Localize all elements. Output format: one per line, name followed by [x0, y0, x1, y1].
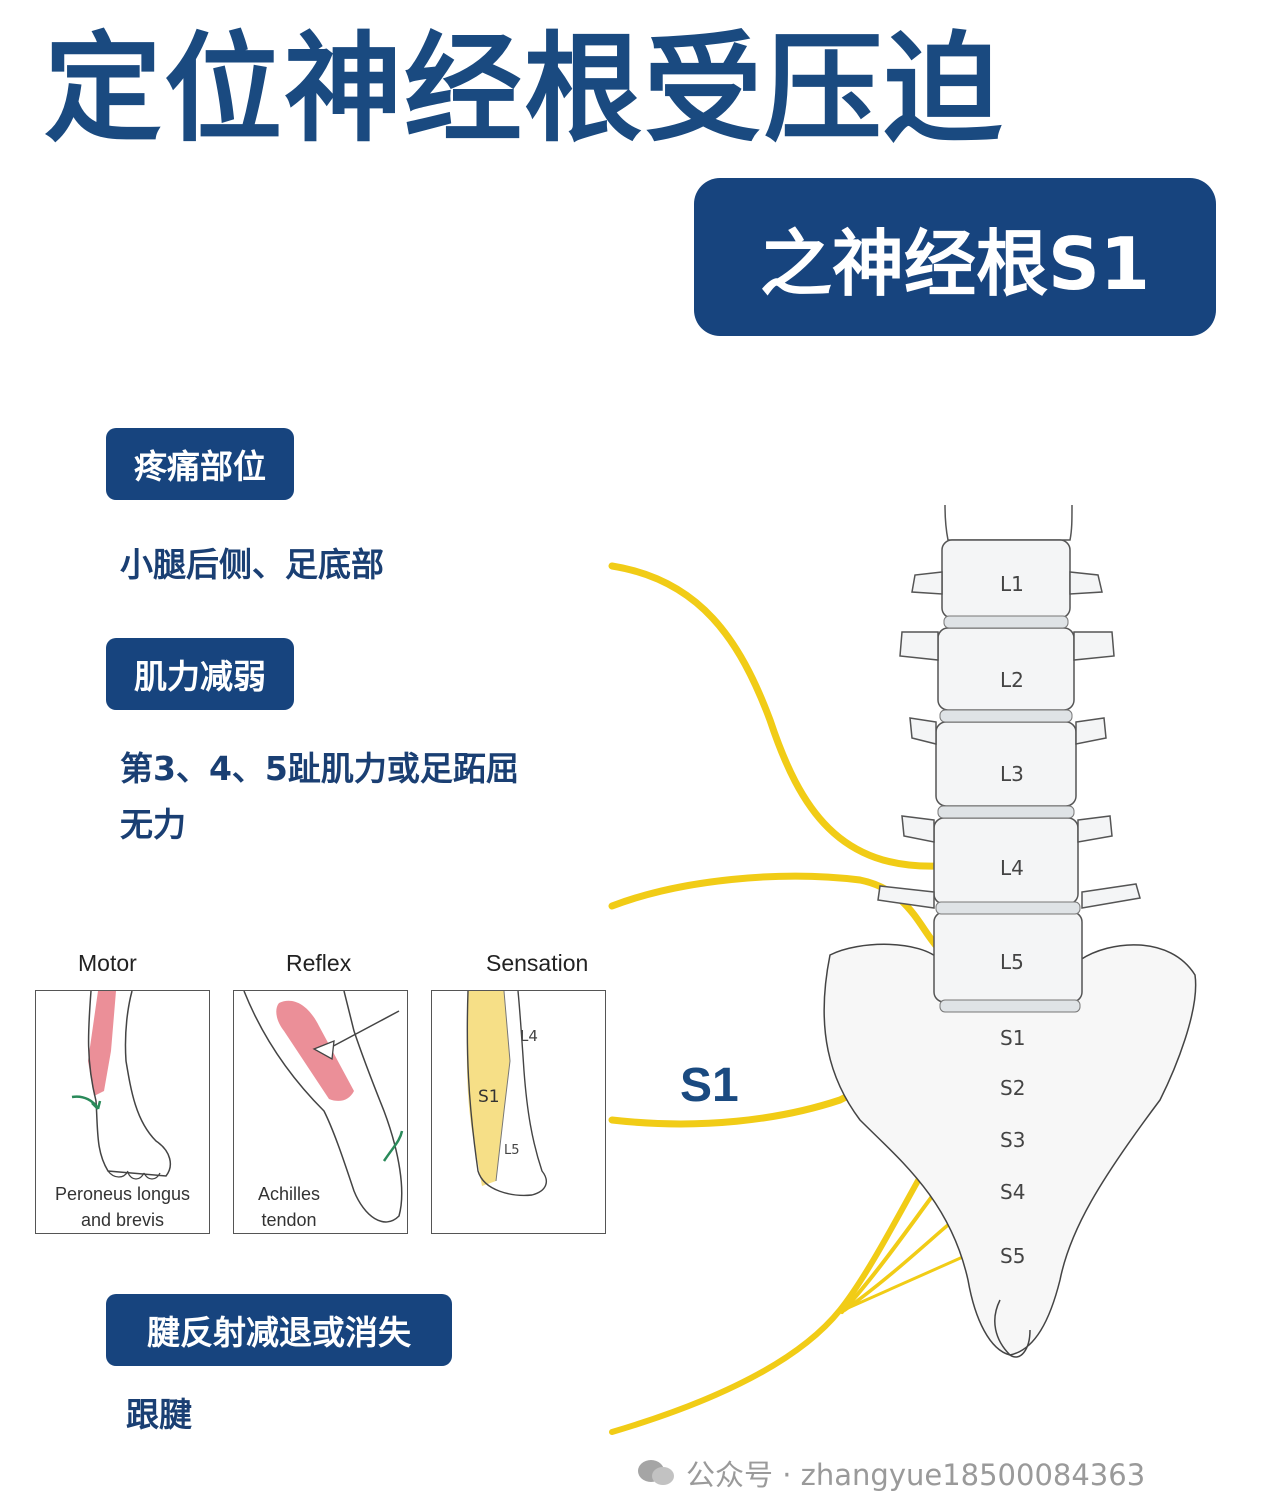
reflex-caption-line1: Achilles	[257, 1184, 321, 1204]
reflex-panel: Achilles tendon	[233, 990, 408, 1234]
vertebra-label-l2: L2	[1000, 668, 1024, 692]
motor-caption-line2: and brevis	[80, 1210, 165, 1230]
pain-location-text: 小腿后侧、足底部	[120, 545, 384, 584]
muscle-weakness-label: 肌力减弱	[106, 638, 294, 710]
watermark-text: 公众号 · zhangyue18500084363	[686, 1458, 1146, 1492]
sensation-foot-illustration	[466, 991, 548, 1197]
sacral-label-s5: S5	[1000, 1244, 1026, 1268]
subtitle-badge: 之神经根S1	[694, 178, 1216, 336]
sensation-panel: L4 S1 L5	[431, 990, 606, 1234]
muscle-weakness-text-1: 第3、4、5趾肌力或足跖屈	[120, 749, 519, 788]
s1-nerve-label: S1	[680, 1059, 739, 1112]
motor-caption-line1: Peroneus longus	[54, 1184, 191, 1204]
motor-panel: Peroneus longus and brevis	[35, 990, 210, 1234]
page-title: 定位神经根受压迫	[44, 20, 1005, 158]
reflex-leg-illustration	[243, 991, 404, 1223]
sensation-l4-label: L4	[520, 1027, 538, 1045]
vertebra-label-l3: L3	[1000, 762, 1024, 786]
sacral-label-s2: S2	[1000, 1076, 1026, 1100]
sensation-panel-title: Sensation	[486, 950, 589, 976]
muscle-weakness-text-2: 无力	[120, 805, 186, 844]
wechat-icon	[638, 1460, 674, 1485]
sacral-label-s3: S3	[1000, 1128, 1026, 1152]
sacral-label-s4: S4	[1000, 1180, 1026, 1204]
vertebra-label-l1: L1	[1000, 572, 1024, 596]
reflex-change-label: 腱反射减退或消失	[106, 1294, 452, 1366]
sensation-s1-label: S1	[478, 1087, 500, 1107]
reflex-panel-title: Reflex	[286, 950, 352, 976]
reflex-caption-line2: tendon	[261, 1210, 317, 1230]
sacrum	[823, 943, 1197, 1358]
vertebra-label-l4: L4	[1000, 856, 1024, 880]
watermark: 公众号 · zhangyue18500084363	[636, 1452, 1145, 1494]
pain-location-label: 疼痛部位	[106, 428, 294, 500]
intervertebral-discs	[935, 615, 1081, 1013]
motor-foot-illustration	[71, 991, 172, 1180]
reflex-change-text: 跟腱	[126, 1395, 192, 1434]
vertebra-label-l5: L5	[1000, 950, 1024, 974]
sensation-l5-label: L5	[504, 1143, 520, 1158]
sacral-label-s1: S1	[1000, 1026, 1026, 1050]
motor-panel-title: Motor	[78, 950, 137, 976]
